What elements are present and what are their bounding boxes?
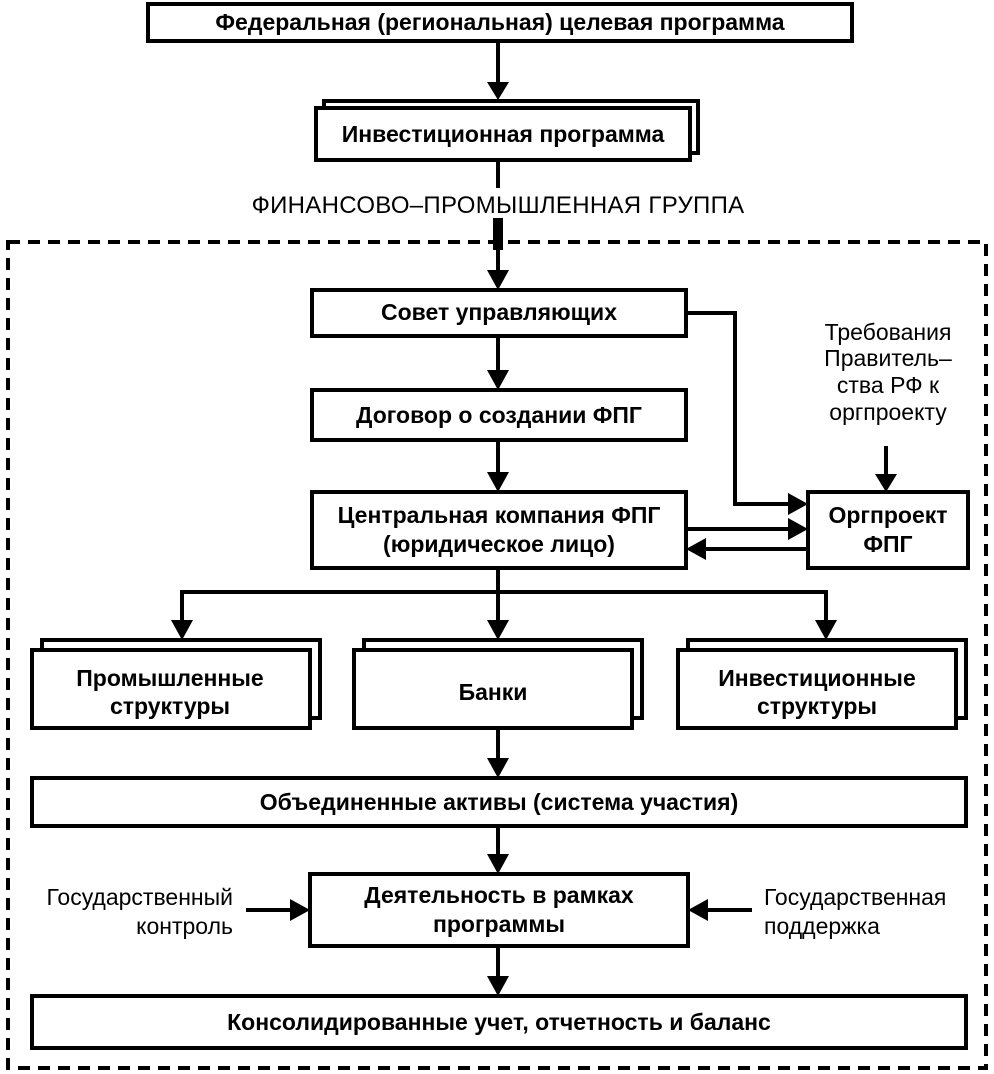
agreement-box: Договор о создании ФПГ [310,388,688,442]
state-control-note: Государственный контроль [46,884,233,939]
investment-program-label: Инвестиционная программа [342,121,665,147]
requirements-line1: Требования [825,319,952,345]
fpg-title: ФИНАНСОВО–ПРОМЫШЛЕННАЯ ГРУППА [252,192,745,219]
investment-structures-line2: структуры [757,693,877,719]
federal-program-label: Федеральная (региональная) целевая прогр… [215,9,784,35]
state-control-line1: Государственный [46,884,233,910]
board-box: Совет управляющих [310,288,688,338]
central-company-line1: Центральная компания ФПГ [338,502,661,528]
agreement-label: Договор о создании ФПГ [356,402,642,428]
requirements-note: Требования Правитель– ства РФ к оргпроек… [824,319,952,425]
state-control-line2: контроль [136,913,233,939]
activity-box: Деятельность в рамках программы [308,872,690,948]
activity-line2: программы [433,911,565,937]
requirements-line2: Правитель– [824,345,952,371]
banks-box: Банки [352,638,644,730]
industrial-structures-box: Промышленные структуры [30,638,322,730]
central-company-box: Центральная компания ФПГ (юридическое ли… [310,490,688,570]
industrial-line2: структуры [110,693,230,719]
requirements-line4: оргпроекту [829,399,947,425]
central-company-line2: (юридическое лицо) [383,531,615,557]
banks-label: Банки [459,679,528,705]
state-support-line2: поддержка [764,913,880,939]
state-support-line1: Государственная [764,884,946,910]
orgproject-line2: ФПГ [863,531,912,557]
orgproject-line1: Оргпроект [828,502,947,528]
combined-assets-box: Объединенные активы (система участия) [30,776,968,828]
board-label: Совет управляющих [381,299,617,325]
federal-program-box: Федеральная (региональная) целевая прогр… [146,2,854,43]
orgproject-box: Оргпроект ФПГ [806,490,970,570]
activity-line1: Деятельность в рамках [364,882,634,908]
consolidated-label: Консолидированные учет, отчетность и бал… [227,1009,771,1035]
consolidated-box: Консолидированные учет, отчетность и бал… [30,994,968,1050]
investment-program-box: Инвестиционная программа [314,99,700,162]
connectors [171,41,897,996]
investment-structures-box: Инвестиционные структуры [676,638,968,730]
requirements-line3: ства РФ к [837,372,940,398]
state-support-note: Государственная поддержка [764,884,946,939]
investment-structures-line1: Инвестиционные [718,665,916,691]
industrial-line1: Промышленные [76,665,263,691]
combined-assets-label: Объединенные активы (система участия) [260,789,739,815]
